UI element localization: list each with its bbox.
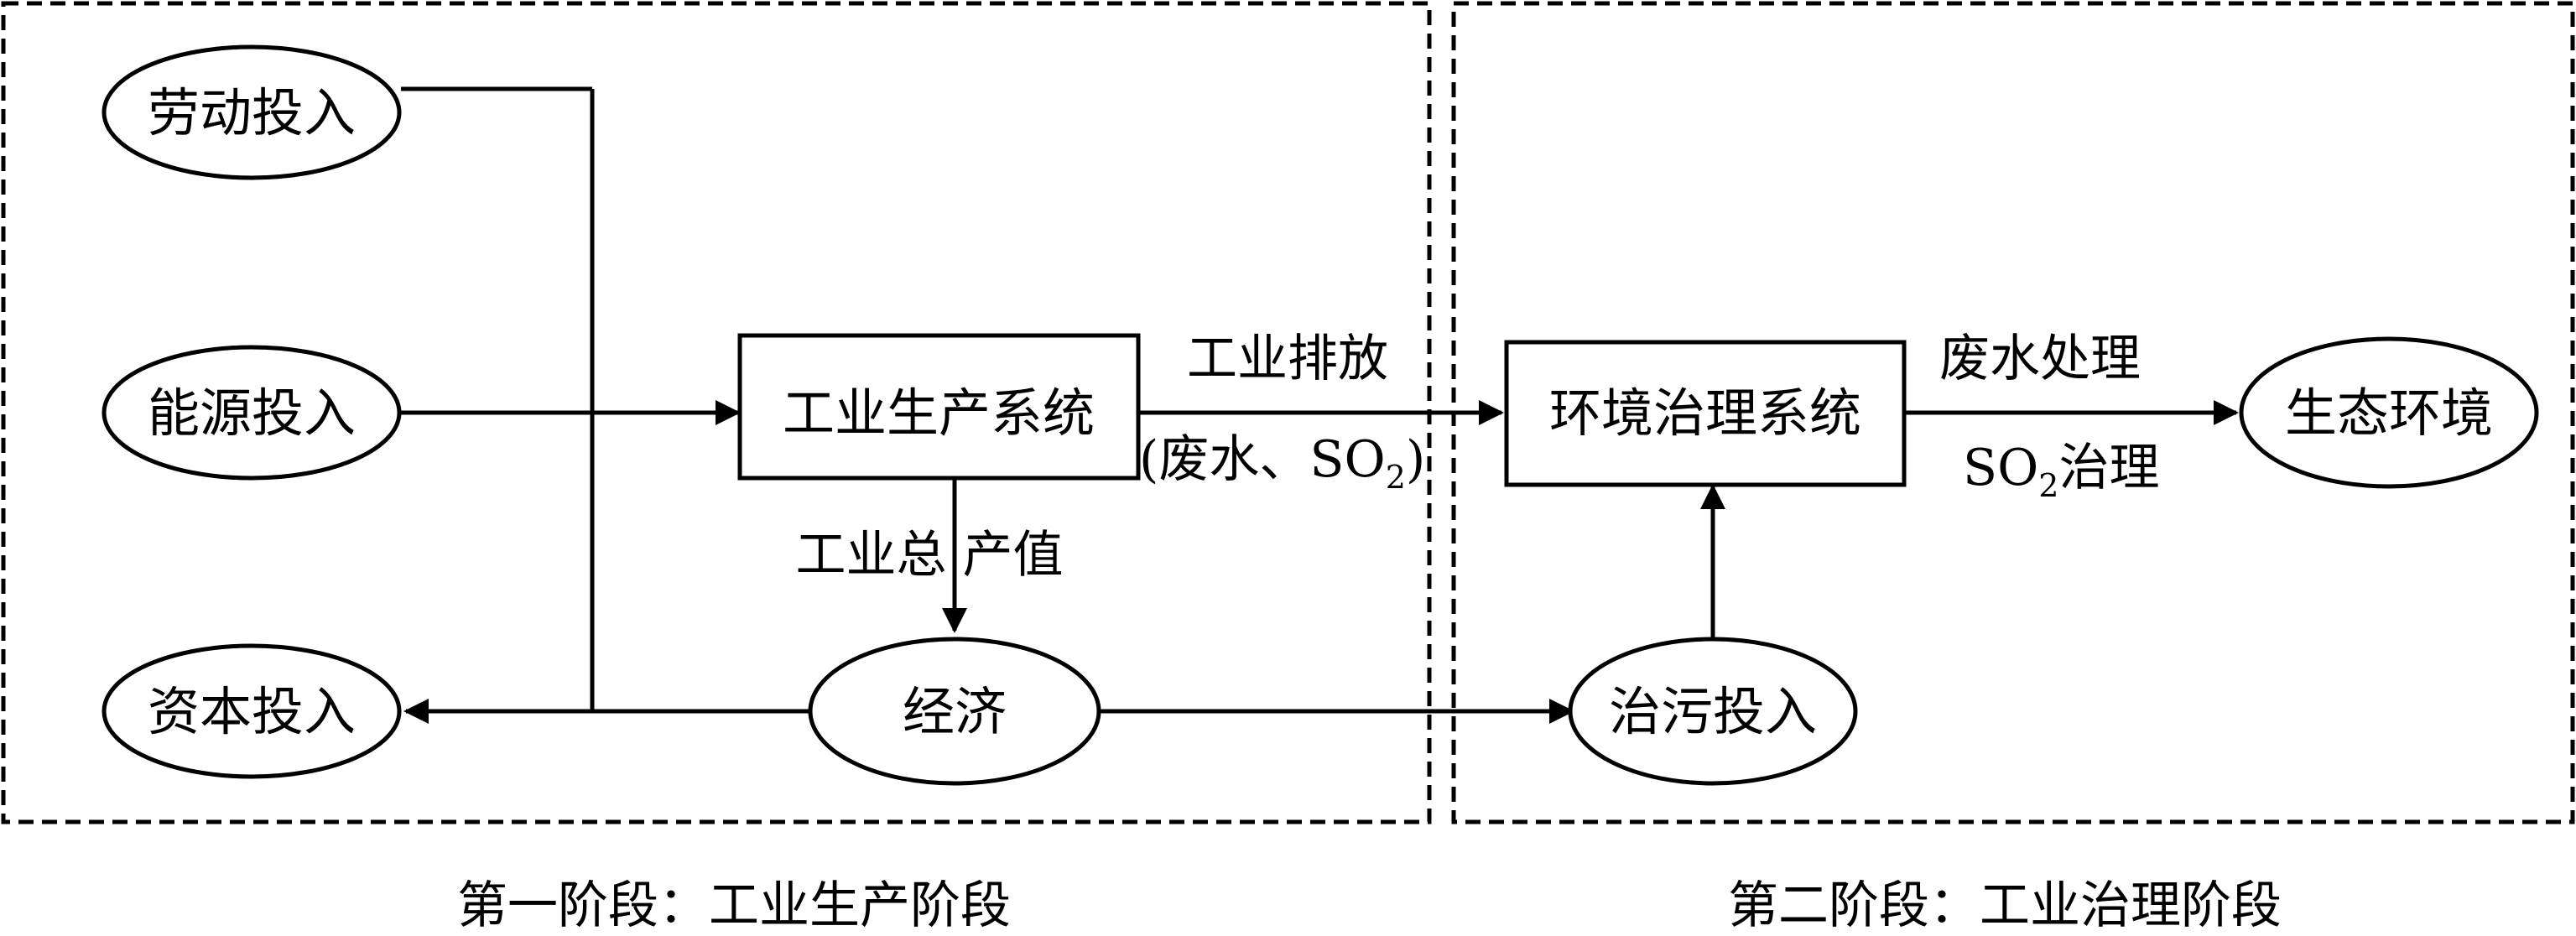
env-system-label: 环境治理系统 [1549,382,1861,444]
economy-label: 经济 [903,681,1007,742]
treatment-label: 废水处理 [1939,330,2141,388]
env-system-node: 环境治理系统 [1504,340,1907,487]
industrial-system-label: 工业生产系统 [783,382,1095,444]
labor-input-label: 劳动投入 [148,82,356,143]
economy-node: 经济 [808,637,1101,786]
emission-detail-prefix: (废水、SO [1139,430,1386,489]
ecology-node: 生态环境 [2239,336,2539,489]
gross-output-label: 工业总 产值 [795,526,1063,585]
emission-detail-suffix: ) [1406,430,1425,489]
pollution-investment-node: 治污投入 [1568,637,1858,786]
pollution-investment-label: 治污投入 [1609,681,1817,742]
stage2-caption: 第二阶段：工业治理阶段 [1728,876,2282,935]
capital-input-label: 资本投入 [148,681,356,742]
stage1-caption: 第一阶段：工业生产阶段 [457,876,1011,935]
capital-input-node: 资本投入 [101,643,402,779]
emission-detail-subscript: 2 [1386,459,1406,496]
energy-input-node: 能源投入 [101,345,402,481]
energy-input-label: 能源投入 [148,382,356,444]
so2-treatment-subscript: 2 [2038,467,2058,504]
ecology-label: 生态环境 [2285,382,2493,444]
emission-label: 工业排放 [1187,330,1388,388]
emission-detail-label: (废水、SO2) [1139,430,1425,496]
so2-treatment-suffix: 治理 [2058,439,2159,497]
industrial-system-node: 工业生产系统 [737,333,1141,481]
so2-treatment-prefix: SO [1963,439,2038,497]
labor-input-node: 劳动投入 [101,44,402,180]
so2-treatment-label: SO2治理 [1963,439,2159,504]
